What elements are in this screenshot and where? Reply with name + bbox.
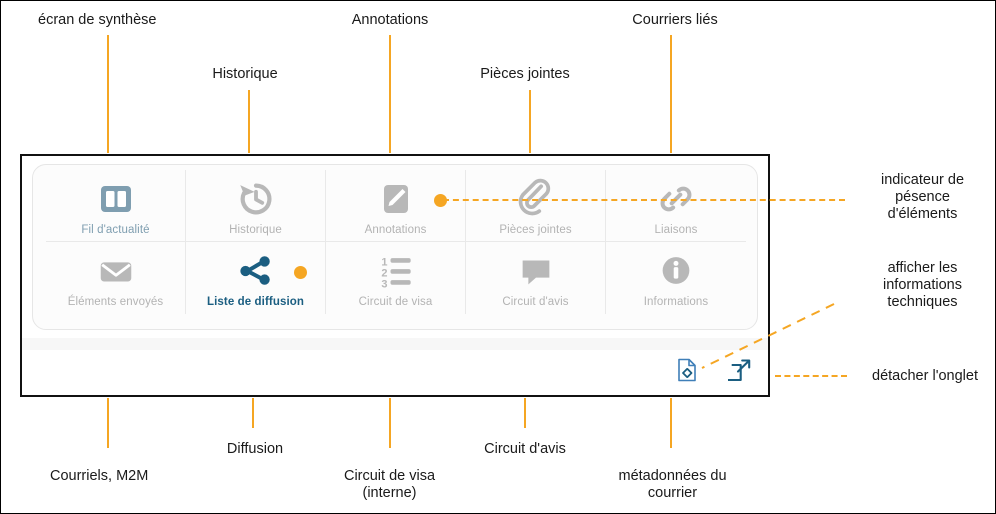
file-code-icon[interactable]: [676, 358, 698, 382]
paperclip-icon: [515, 176, 557, 222]
leader-line-detacher-onglet: [775, 375, 847, 377]
callout-historique: Historique: [212, 66, 278, 82]
tab-label: Pièces jointes: [499, 223, 572, 236]
callout-circuit-visa: Circuit de visa (interne): [343, 468, 436, 501]
tab-liste-diffusion[interactable]: Liste de diffusion: [186, 242, 326, 314]
callout-ecran-synthese: écran de synthèse: [38, 12, 157, 28]
callout-diffusion: Diffusion: [226, 441, 284, 457]
callout-annotations: Annotations: [351, 12, 429, 28]
speech-bubble-icon: [515, 248, 557, 294]
tab-label: Circuit d'avis: [502, 296, 569, 308]
share-icon: [235, 248, 277, 294]
callout-pieces-jointes: Pièces jointes: [480, 66, 570, 82]
tab-label: Informations: [643, 296, 709, 308]
tab-liaisons[interactable]: Liaisons: [606, 170, 746, 242]
info-icon: [655, 248, 697, 294]
numbered-list-icon: 1 2 3: [374, 248, 418, 294]
tab-label: Liaisons: [654, 223, 698, 236]
callout-circuit-avis: Circuit d'avis: [484, 441, 566, 457]
tab-label: Historique: [229, 223, 282, 236]
panel-footer-strip: [22, 338, 768, 350]
history-icon: [235, 176, 277, 222]
callout-detacher-onglet: détacher l'onglet: [872, 368, 978, 384]
svg-text:3: 3: [381, 279, 387, 291]
tab-informations[interactable]: Informations: [606, 242, 746, 314]
panel-actions: [676, 358, 752, 382]
tab-elements-envoyes[interactable]: Éléments envoyés: [46, 242, 186, 314]
leader-line-circuit-visa: [389, 398, 391, 448]
tab-label: Éléments envoyés: [67, 296, 164, 308]
callout-metadonnees: métadonnées du courrier: [618, 468, 727, 501]
pencil-icon: [376, 176, 416, 222]
dashboard-icon: [96, 176, 136, 222]
leader-line-indicateur-presence: [443, 199, 845, 201]
leader-line-diffusion: [252, 398, 254, 428]
tab-label: Liste de diffusion: [207, 296, 304, 308]
tab-fil-actualite[interactable]: Fil d'actualité: [46, 170, 186, 242]
leader-line-circuit-avis: [524, 398, 526, 428]
tab-historique[interactable]: Historique: [186, 170, 326, 242]
presence-indicator-dot: [294, 266, 307, 279]
tab-circuit-visa[interactable]: 1 2 3 Circuit de visa: [326, 242, 466, 314]
leader-line-courriels-m2m: [107, 398, 109, 448]
tab-label: Annotations: [364, 223, 427, 236]
tab-panel: Fil d'actualité Historique Ann: [20, 154, 770, 397]
callout-indicateur-presence: indicateur de pésence d'éléments: [880, 172, 965, 222]
callout-infos-techniques: afficher les informations techniques: [883, 260, 962, 310]
leader-line-ecran-synthese: [107, 35, 109, 153]
tab-circuit-avis[interactable]: Circuit d'avis: [466, 242, 606, 314]
envelope-icon: [95, 248, 137, 294]
leader-line-annotations: [389, 35, 391, 153]
leader-line-pieces-jointes: [529, 90, 531, 153]
tab-annotations[interactable]: Annotations: [326, 170, 466, 242]
tab-label: Circuit de visa: [358, 296, 433, 308]
link-icon: [655, 176, 697, 222]
leader-line-historique: [248, 90, 250, 153]
tab-grid: Fil d'actualité Historique Ann: [46, 170, 746, 314]
callout-courriels-m2m: Courriels, M2M: [50, 468, 149, 484]
tab-pieces-jointes[interactable]: Pièces jointes: [466, 170, 606, 242]
presence-indicator-dot: [434, 194, 447, 207]
leader-line-infos-techniques: [701, 303, 835, 369]
callout-courriers-lies: Courriers liés: [632, 12, 718, 28]
leader-line-metadonnees: [670, 398, 672, 448]
tab-label: Fil d'actualité: [81, 223, 150, 236]
leader-line-courriers-lies: [670, 35, 672, 153]
svg-text:2: 2: [381, 268, 387, 280]
svg-text:1: 1: [381, 257, 387, 269]
